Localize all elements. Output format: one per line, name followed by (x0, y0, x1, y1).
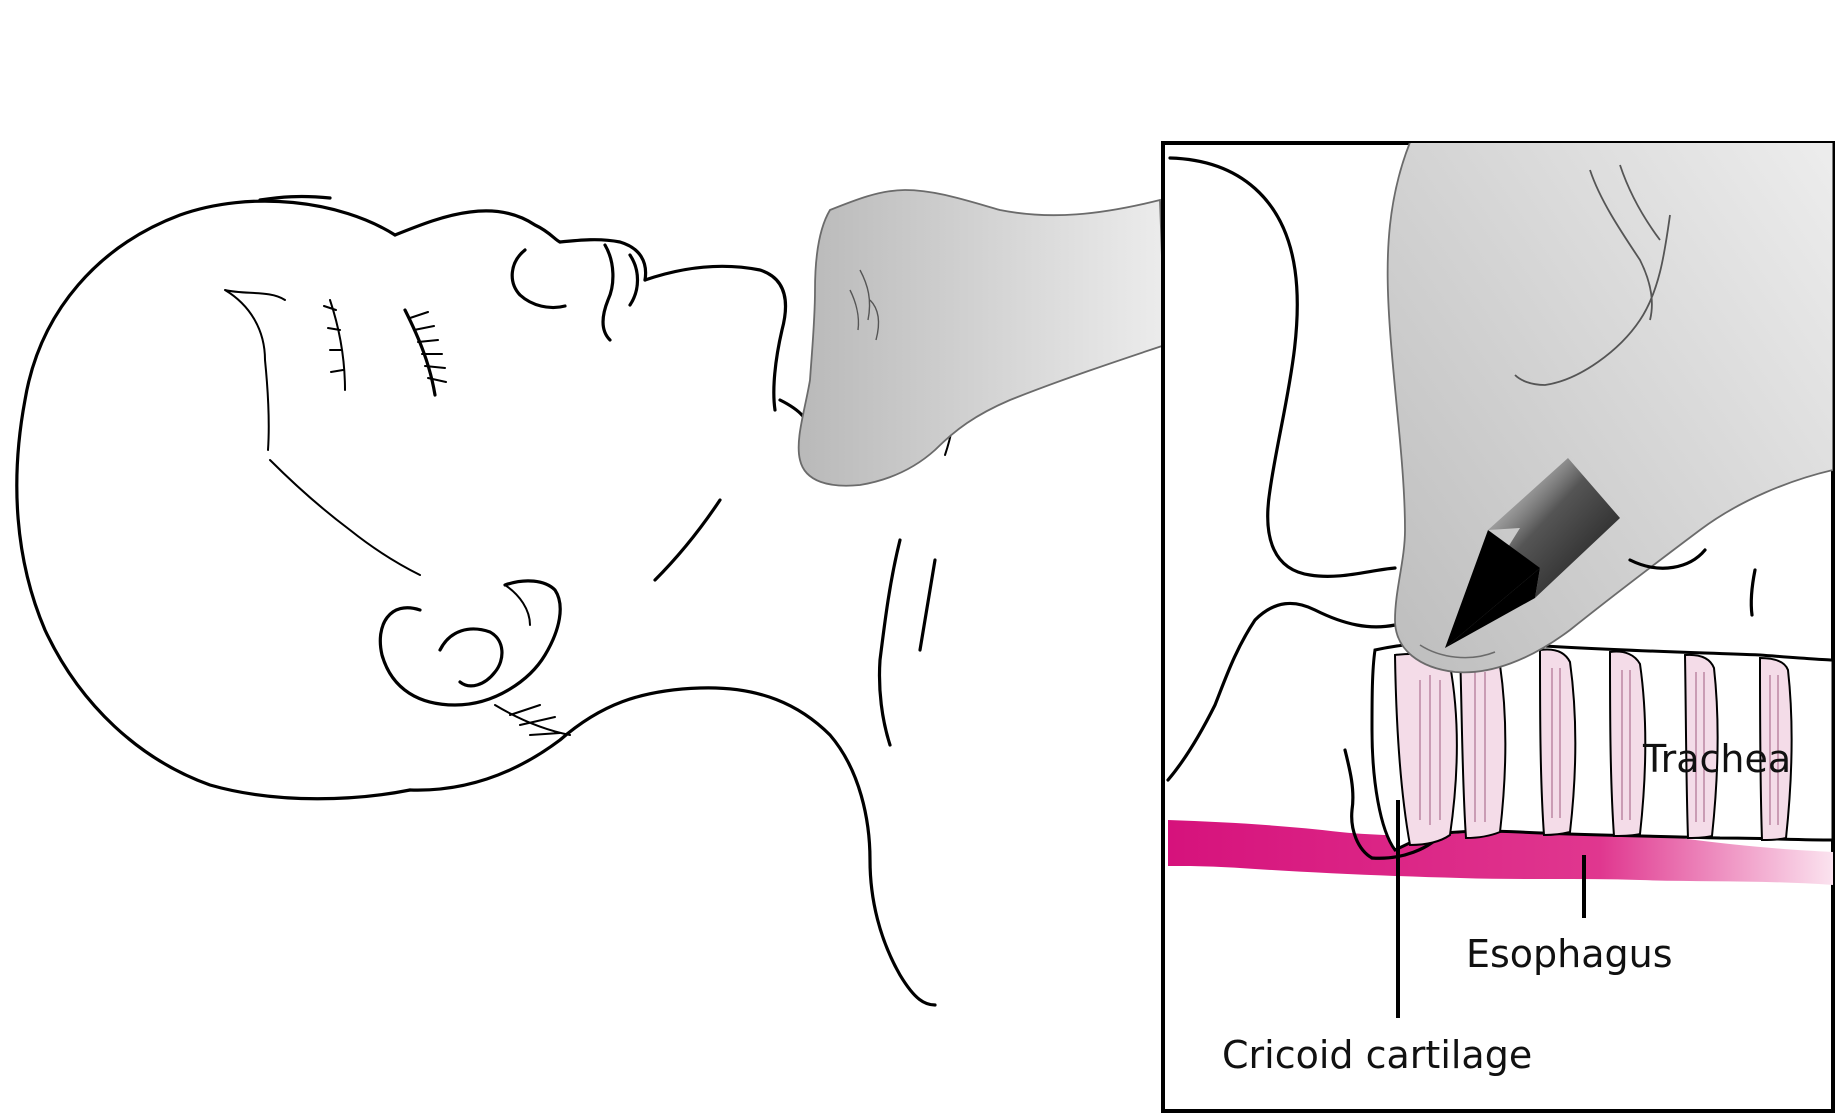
detail-inset: Trachea Esophagus Cricoid cartilage (1163, 15, 1833, 1111)
trachea-label: Trachea (1642, 737, 1791, 781)
esophagus-label: Esophagus (1466, 932, 1673, 976)
gloved-hand (799, 190, 1165, 486)
cricoid-cartilage-label: Cricoid cartilage (1222, 1033, 1532, 1077)
